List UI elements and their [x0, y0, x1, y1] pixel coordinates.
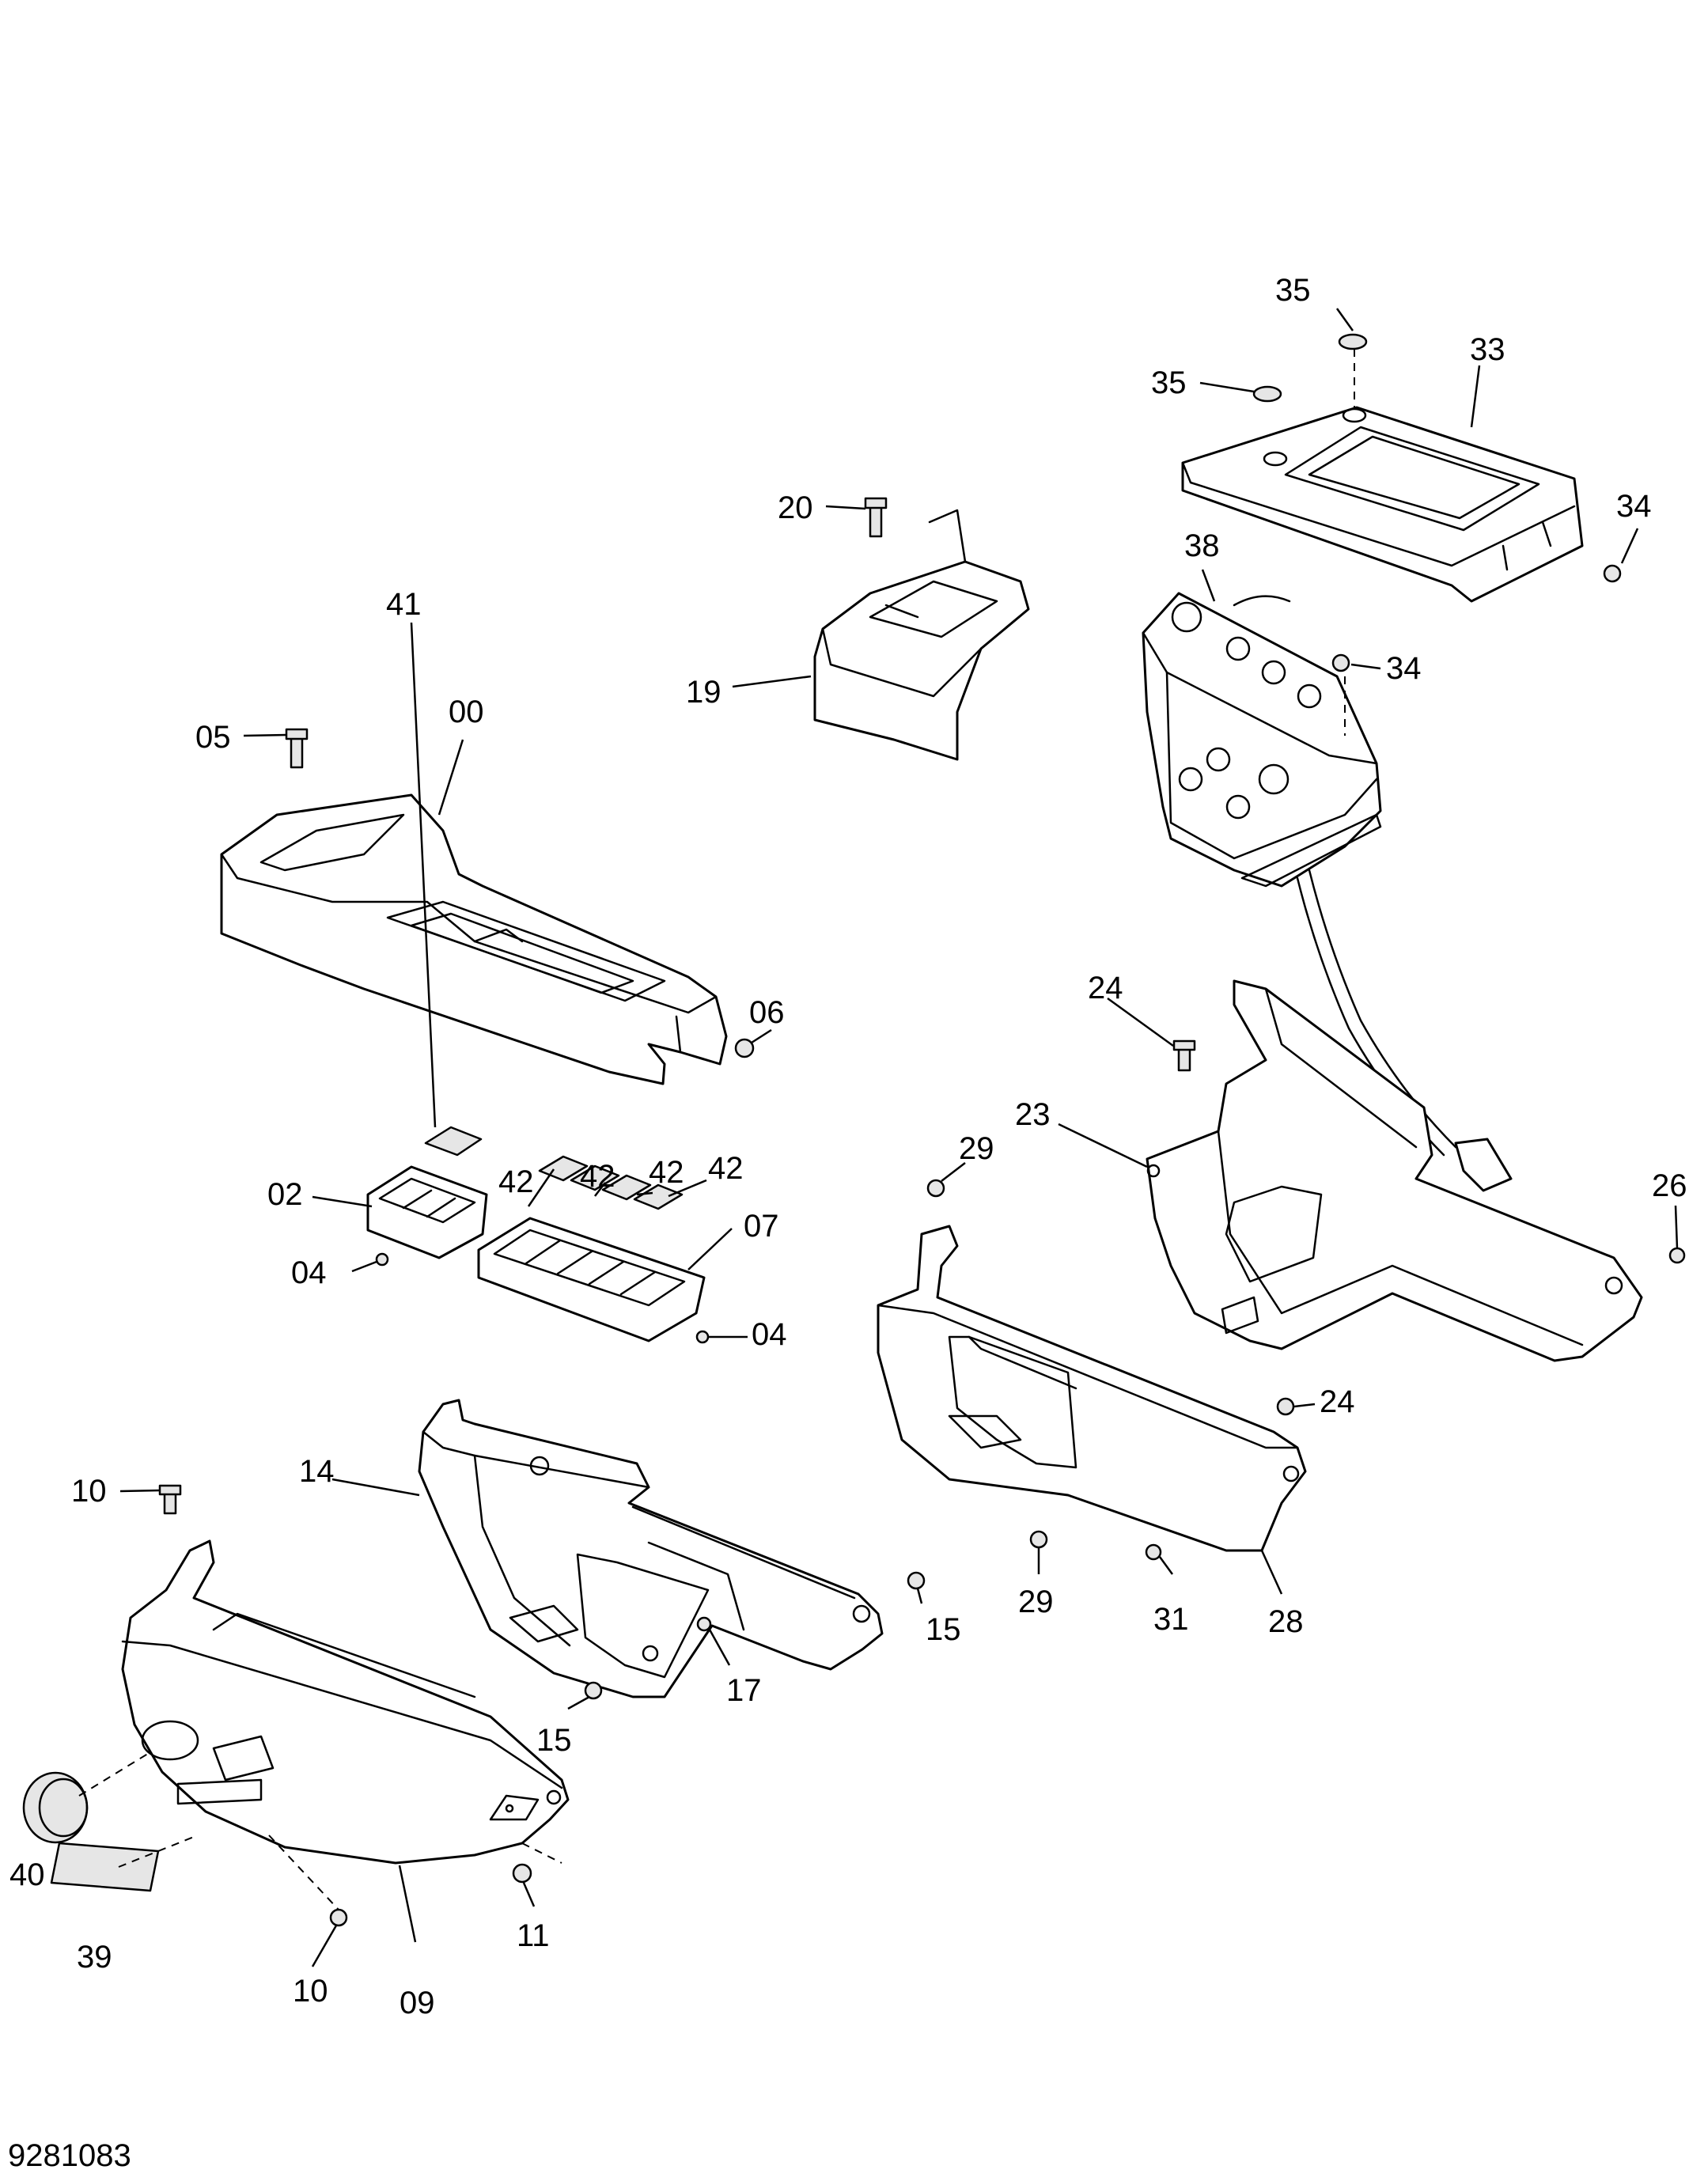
- part-38-clip: [1233, 595, 1291, 607]
- callout-02: 02: [267, 1177, 303, 1212]
- part-29-screw-b: [1029, 1530, 1048, 1549]
- part-06-screw: [734, 1038, 755, 1058]
- callout-19: 19: [686, 675, 721, 710]
- callout-29-top: 29: [959, 1131, 994, 1166]
- callout-05: 05: [195, 720, 231, 755]
- part-34-screw-b: [1331, 653, 1350, 672]
- part-31-screw: [1145, 1543, 1162, 1561]
- part-05-bolt: [285, 728, 309, 769]
- callout-06: 06: [749, 995, 785, 1030]
- part-10-screw-b: [329, 1908, 348, 1927]
- callout-00: 00: [449, 695, 484, 729]
- part-15-bolt-b: [584, 1681, 603, 1700]
- part-35-plug-a: [1252, 385, 1282, 403]
- drawing-number: 9281083: [8, 2138, 131, 2173]
- callout-34-mid: 34: [1386, 651, 1422, 686]
- part-00-main-console: [220, 793, 728, 1085]
- callout-15-right: 15: [926, 1612, 961, 1647]
- part-29-screw-a: [926, 1179, 945, 1198]
- callout-24-top: 24: [1088, 971, 1123, 1005]
- callout-38: 38: [1184, 528, 1220, 563]
- callout-24-bottom: 24: [1320, 1384, 1355, 1419]
- callout-09: 09: [400, 1986, 435, 2020]
- part-24-bolt-b: [1276, 1397, 1295, 1416]
- part-07-switch-panel: [477, 1217, 706, 1342]
- callout-42-a: 42: [498, 1164, 534, 1199]
- callout-40: 40: [9, 1857, 45, 1892]
- callout-28: 28: [1268, 1604, 1304, 1639]
- callout-20: 20: [778, 490, 813, 525]
- part-42-blank-caps: [538, 1155, 684, 1210]
- part-04-screws: [375, 1252, 710, 1344]
- callout-04-right: 04: [752, 1317, 787, 1352]
- callout-10-top: 10: [71, 1474, 107, 1509]
- callout-39: 39: [77, 1940, 112, 1975]
- callout-labels: 35 33 35 34 38 34 20 19 05 00 06 41 42 4…: [9, 273, 1687, 2020]
- part-39-decal: [50, 1842, 160, 1892]
- part-14-left-inner-panel: [418, 1399, 884, 1698]
- callout-15-left: 15: [536, 1723, 572, 1758]
- part-02-switch-panel: [366, 1165, 488, 1259]
- control-pod-assembly: [1142, 592, 1513, 1192]
- part-11-screw: [512, 1863, 532, 1884]
- callout-17: 17: [726, 1673, 762, 1708]
- callout-26: 26: [1652, 1168, 1687, 1203]
- callout-31: 31: [1153, 1602, 1189, 1637]
- part-35-plug-b: [1338, 333, 1368, 350]
- part-10-screw-a: [158, 1484, 182, 1515]
- part-34-screw-a: [1603, 564, 1622, 583]
- callout-04-left: 04: [291, 1255, 327, 1290]
- callout-14: 14: [299, 1454, 335, 1489]
- part-33-top-cover: [1181, 406, 1584, 603]
- callout-33: 33: [1470, 332, 1505, 367]
- part-24-bolt-a: [1172, 1039, 1196, 1072]
- callout-41: 41: [386, 587, 422, 622]
- callout-42-b: 42: [580, 1159, 615, 1194]
- callout-10-bottom: 10: [293, 1974, 328, 2009]
- callout-42-d: 42: [708, 1151, 744, 1186]
- callout-11: 11: [517, 1918, 550, 1953]
- part-17-screw: [696, 1616, 712, 1632]
- part-20-bolt: [864, 497, 888, 538]
- part-26-screw: [1668, 1247, 1686, 1264]
- callout-23: 23: [1015, 1097, 1051, 1132]
- part-15-bolt-a: [907, 1571, 926, 1590]
- part-09-left-outer-panel: [121, 1539, 570, 1865]
- callout-35-top: 35: [1275, 273, 1311, 308]
- part-23-right-housing: [1146, 979, 1643, 1362]
- callout-07: 07: [744, 1209, 779, 1244]
- part-28-right-panel: [877, 1225, 1307, 1552]
- callout-29-bottom: 29: [1018, 1585, 1054, 1619]
- part-19-rear-bracket: [813, 509, 1030, 761]
- callout-34-right: 34: [1616, 489, 1652, 524]
- leader-lines: [78, 308, 1679, 1967]
- part-40-cap: [22, 1771, 89, 1844]
- callout-42-c: 42: [649, 1155, 684, 1190]
- callout-35-left: 35: [1151, 365, 1187, 400]
- part-41-blank-cap: [424, 1126, 483, 1157]
